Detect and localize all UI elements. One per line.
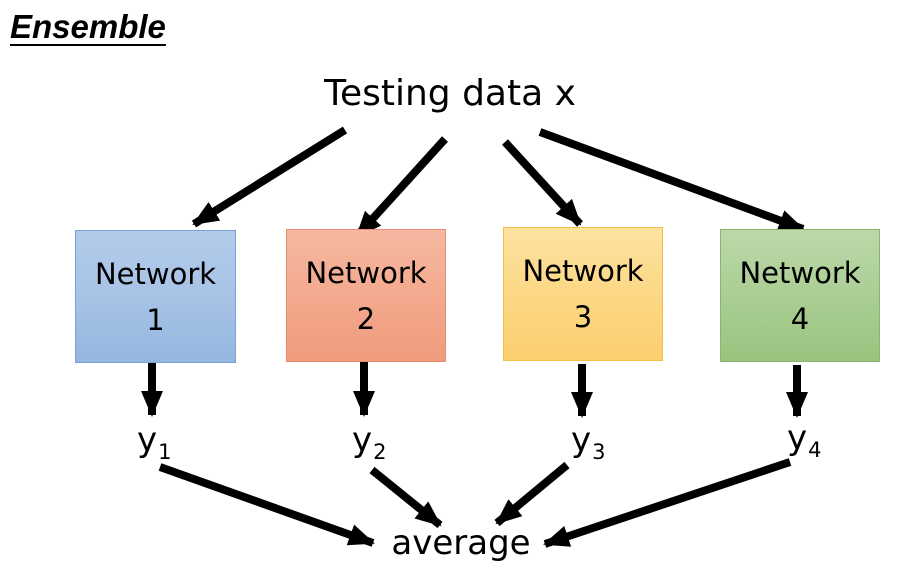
output-y4-symbol: y (787, 418, 808, 458)
arrow-input-to-network-4 (538, 128, 805, 233)
arrow-y2-to-average (369, 466, 443, 529)
network-1-number: 1 (146, 302, 165, 337)
output-y4: y4 (787, 418, 822, 462)
output-y1: y1 (137, 420, 172, 464)
network-1-box: Network 1 (75, 230, 236, 363)
arrow-y1-to-average (158, 463, 375, 547)
output-y1-symbol: y (137, 420, 158, 460)
network-3-word: Network (522, 254, 644, 288)
network-2-word: Network (305, 255, 427, 290)
output-y3: y3 (571, 420, 606, 464)
arrow-input-to-network-3 (502, 139, 583, 227)
network-4-box: Network 4 (720, 229, 880, 362)
arrow-input-to-network-2 (354, 136, 448, 239)
page-title: Ensemble (10, 8, 166, 45)
network-1-word: Network (94, 256, 217, 291)
output-y4-subscript: 4 (808, 438, 822, 462)
arrow-y4-to-average (543, 458, 792, 548)
arrow-y3-to-average (494, 461, 570, 527)
average-label: average (391, 523, 531, 563)
network-3-number: 3 (573, 300, 593, 334)
network-2-box: Network 2 (286, 229, 446, 362)
arrow-input-to-network-1 (191, 126, 348, 228)
output-y3-symbol: y (571, 420, 592, 460)
output-y2: y2 (352, 420, 387, 464)
network-4-word: Network (739, 255, 861, 290)
testing-data-label: Testing data x (324, 73, 576, 114)
output-y3-subscript: 3 (592, 440, 606, 464)
output-y1-subscript: 1 (158, 440, 172, 464)
output-y2-symbol: y (352, 420, 373, 460)
network-2-number: 2 (356, 301, 376, 336)
output-y2-subscript: 2 (373, 440, 387, 464)
network-4-number: 4 (790, 301, 810, 336)
network-3-box: Network 3 (503, 227, 663, 361)
